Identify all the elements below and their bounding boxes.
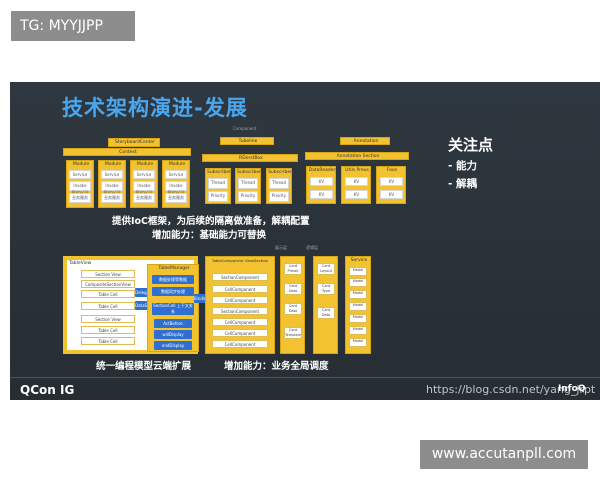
annotation-col-2: Utils Preus KV KV	[341, 166, 371, 204]
rdorstbox-bar: RDorstBox	[202, 154, 298, 162]
section-component-diagram: TableComponent ViewSection SectionCompon…	[205, 256, 275, 354]
tubeline-box: Tubeline	[220, 137, 274, 145]
card-column-2: Card Layout Card Type Card Data	[313, 256, 338, 354]
storyboard-center-box: StoryboardCenter	[108, 138, 160, 147]
caption-base-capability: 增加能力：基础能力可替换	[152, 230, 267, 241]
context-bar: Context	[63, 148, 191, 156]
card-column-1: Card Preset Card Data Card Data Card Tem…	[280, 256, 305, 354]
focus-item-decoupling: - 解耦	[448, 178, 478, 190]
footer-divider	[10, 377, 600, 378]
table-manager: TableManager 数据处理等数据 数据同步处理 SectionCell …	[147, 264, 199, 352]
top-tag: TG: MYYJJPP	[11, 11, 135, 41]
caption-ioc: 提供IoC框架，为后续的隔离做准备，解耦配置	[112, 216, 310, 227]
annotation-section-bar: Annotation Section	[305, 152, 409, 160]
subscriber-box-2: Subscriber Thread Priority	[235, 168, 261, 204]
csdn-watermark: https://blog.csdn.net/yang_jrpt	[426, 383, 596, 396]
module-box-2: Module Service Invoke Protocol 业务服务	[98, 160, 126, 208]
caption-global-dispatch: 增加能力：业务全局调度	[224, 361, 329, 372]
module-box-3: Module Service Invoke Protocol 业务服务	[130, 160, 158, 208]
qcon-logo: QCon IG	[20, 383, 75, 397]
focus-item-capability: - 能力	[448, 160, 478, 172]
binding-label: Binding	[194, 294, 210, 303]
service-column: Service Model Model Model Model Model Mo…	[345, 256, 371, 354]
subscriber-box-3: Subscriber Thread Priority	[266, 168, 292, 204]
module-box-4: Module Service Invoke Protocol 业务服务	[162, 160, 190, 208]
caption-unified-model: 统一编程模型云端扩展	[96, 361, 192, 372]
slide: 技术架构演进-发展 关注点 - 能力 - 解耦 StoryboardCenter…	[10, 82, 600, 400]
annotation-col-3: Foos KV KV	[376, 166, 406, 204]
slide-title: 技术架构演进-发展	[62, 96, 248, 120]
focus-title: 关注点	[448, 136, 494, 154]
module-box-1: Module Service Invoke Protocol 业务服务	[66, 160, 94, 208]
tableview-diagram: TableView Section View CompositeSectionV…	[63, 256, 199, 354]
infoq-logo: InfoQ	[558, 384, 586, 394]
bottom-tag: www.accutanpll.com	[420, 440, 588, 469]
annotation-col-1: DataReader KV KV	[306, 166, 336, 204]
subscriber-box-1: Subscriber Thread Priority	[205, 168, 231, 204]
annotation-box: Annotation	[340, 137, 390, 145]
